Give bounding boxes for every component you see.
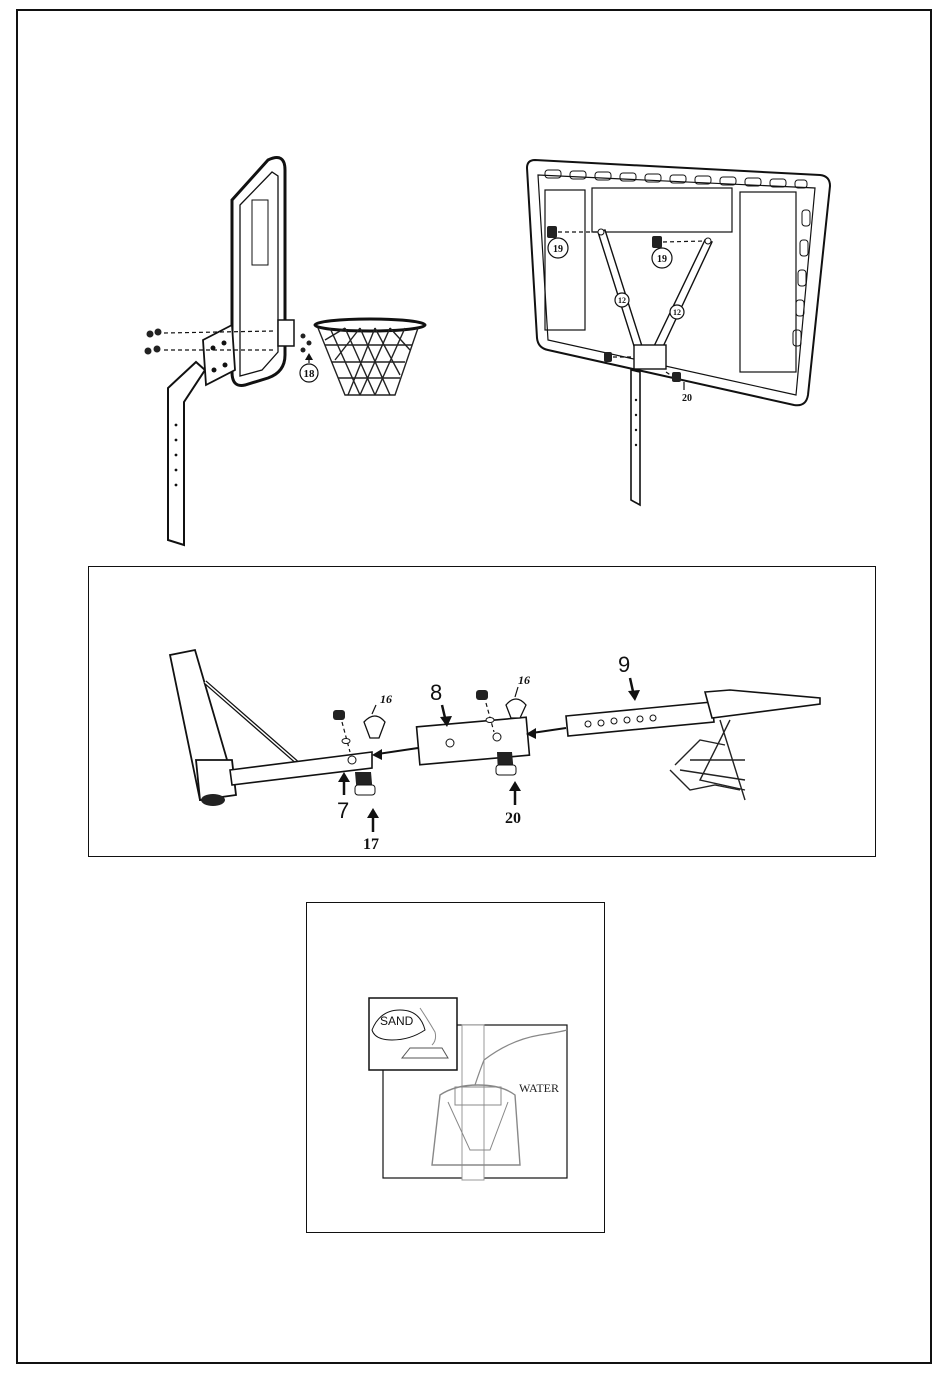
water-label: WATER [519, 1081, 559, 1095]
sand-label: SAND [380, 1014, 414, 1028]
